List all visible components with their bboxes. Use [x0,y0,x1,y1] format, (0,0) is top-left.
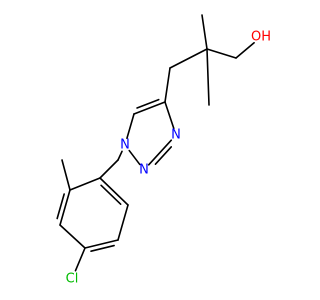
bond-n1-ch2 [117,150,123,161]
bond-c5-n1 [126,113,135,140]
atom-label-n3: N [171,128,181,143]
atom-label-n2: N [139,163,149,178]
bond-c1-cq [206,48,237,59]
bond-ar2-arMe [61,159,71,191]
double-bond-ar2-ar3-inner [56,193,65,220]
atom-label-n1: N [120,138,130,153]
double-bond-n2-n3 [147,139,173,166]
bond-layer [56,14,255,272]
double-bond-ar1-ar6-inner [100,184,122,205]
double-bond-n2-n3-inner [154,146,173,165]
double-bond-ar2-ar3 [59,189,71,226]
atom-label-cl: Cl [66,272,79,287]
bond-ar4-cl [74,247,86,272]
bond-cq-c3 [169,48,208,69]
bond-ar3-ar4 [59,224,86,249]
atom-label-oh: OH [251,30,271,45]
background [0,0,300,300]
bond-n1-n2 [128,149,141,166]
bond-ch2-ar1 [99,159,119,179]
bond-c3-c4 [164,67,171,103]
bond-cq-me1 [201,14,208,50]
bond-ar1-ar2 [69,177,101,191]
double-bond-ar1-ar6 [99,177,129,206]
double-bond-ar4-ar5 [84,239,119,249]
double-bond-ar4-ar5-inner [90,244,115,252]
bond-n3-c4 [164,101,175,130]
bond-cq-me2 [206,48,210,106]
double-bond-c4-c5 [133,101,166,115]
bond-ar5-ar6 [117,204,129,241]
bond-oh-c1 [235,41,255,59]
double-bond-c4-c5-inner [136,98,160,109]
